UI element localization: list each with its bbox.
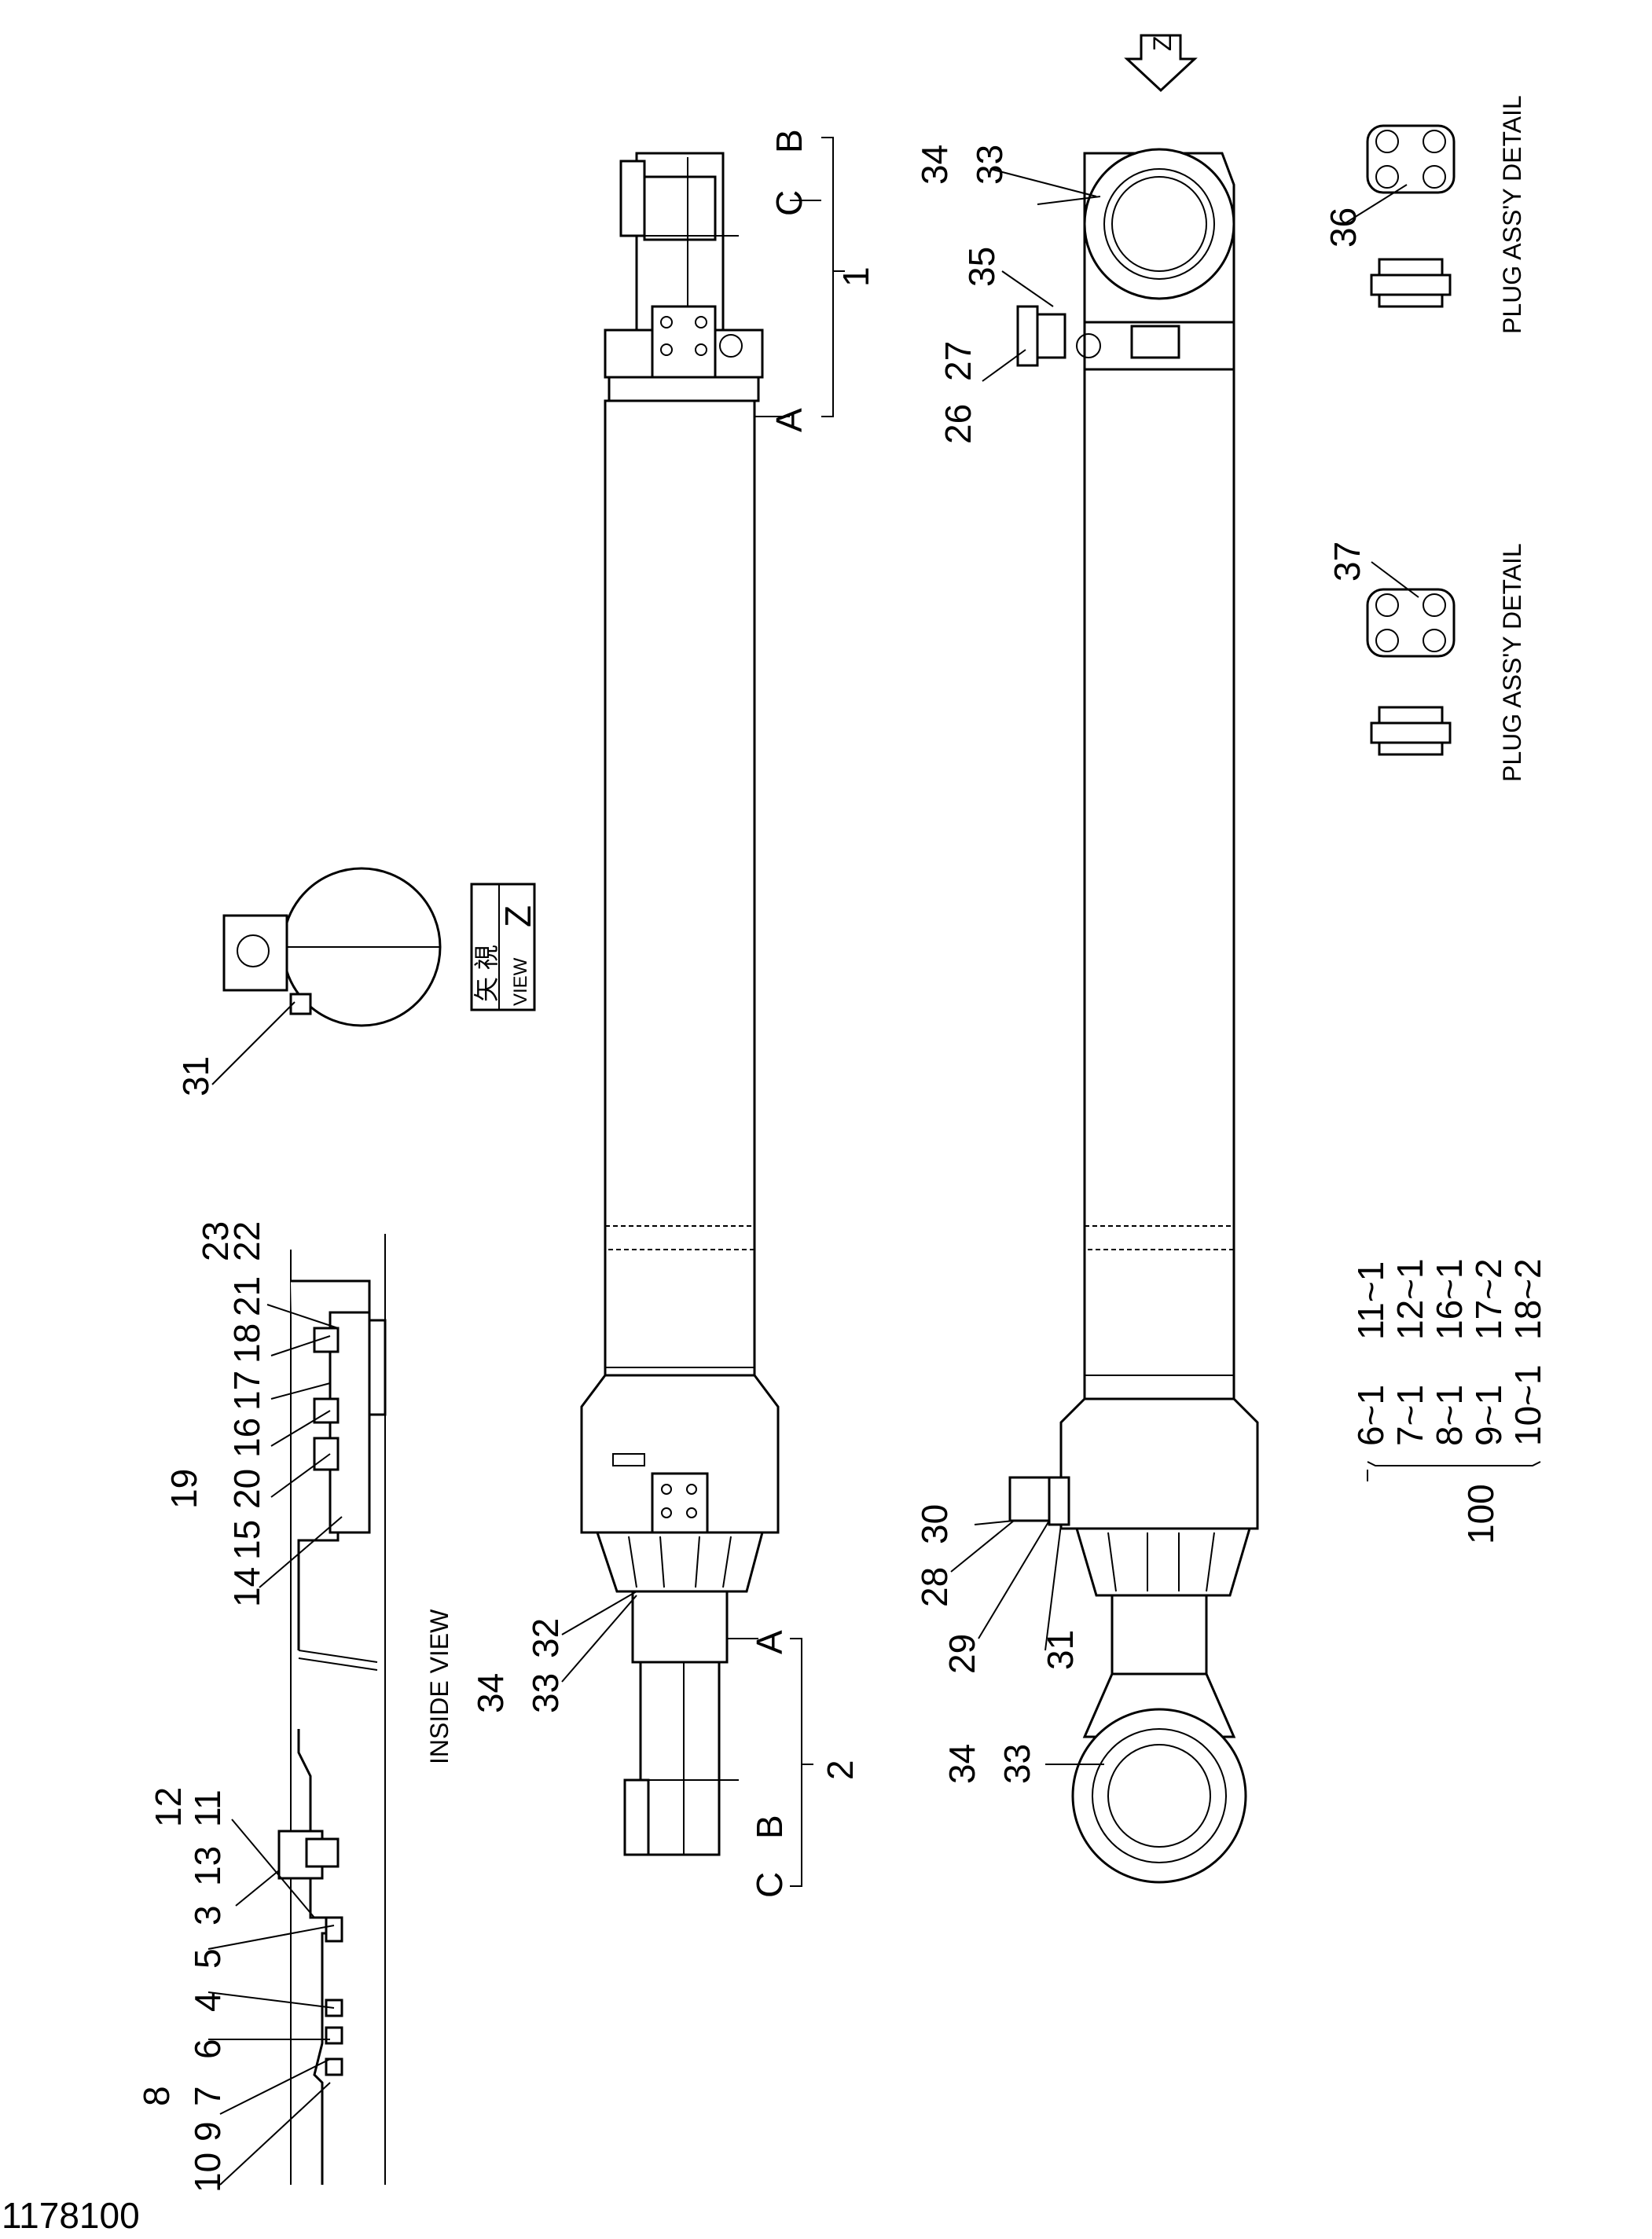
callout-11: 11 [187,1789,228,1827]
kit-100-list: 6~1 7~1 8~1 9~1 10~1 11~1 12~1 16~1 17~2… [1350,1258,1548,1446]
callout-36: 36 [1323,207,1364,248]
callout-100: 100 [1460,1484,1501,1544]
callout-26: 26 [938,404,978,444]
plug-detail-label-36: PLUG ASS'Y DETAIL [1498,95,1526,334]
section-a-top: A [769,408,809,432]
callout-32: 32 [525,1618,566,1658]
view-z-view: VIEW [510,957,531,1006]
callout-37: 37 [1327,541,1367,582]
z-arrow-letter: Z [1148,35,1177,51]
cylinder-top-view [580,152,780,1856]
section-a-bottom: A [749,1630,790,1654]
callout-9: 9 [187,2121,228,2142]
callout-31-view: 31 [175,1056,216,1096]
plug-detail-label-37: PLUG ASS'Y DETAIL [1498,543,1526,782]
callout-6: 6 [187,2039,228,2059]
callout-21: 21 [226,1276,267,1316]
callout-29: 29 [942,1634,982,1674]
inside-view-label: INSIDE VIEW [425,1609,453,1764]
plug-detail-37: PLUG ASS'Y DETAIL [1366,543,1526,782]
kit-col2-4: 18~2 [1507,1258,1548,1340]
leader-lines [207,168,1541,2186]
kit-col1-3: 9~1 [1468,1385,1509,1446]
callout-34-mid: 34 [470,1673,511,1713]
callout-34-bottom: 34 [942,1744,982,1784]
kit-col2-0: 11~1 [1350,1261,1391,1340]
section-bracket-1: B C A 1 [754,129,876,432]
callout-23: 23 [195,1221,236,1261]
callout-4: 4 [187,1991,228,2012]
callout-33-top: 33 [969,145,1010,185]
callout-labels: 34 33 35 27 26 36 37 31 23 22 21 18 17 1… [136,145,1501,2193]
kit-col1-0: 6~1 [1350,1385,1391,1446]
plug-detail-36: PLUG ASS'Y DETAIL [1366,95,1526,334]
z-view-arrow: Z [1124,34,1198,93]
kit-col2-1: 12~1 [1390,1258,1430,1340]
callout-18: 18 [226,1323,267,1364]
callout-15: 15 [226,1520,267,1560]
section-b-bottom: B [749,1815,790,1839]
callout-16: 16 [226,1418,267,1458]
view-z-detail: Z 矢 視 VIEW [222,867,538,1027]
section-c-top: C [769,190,809,216]
callout-8: 8 [136,2086,177,2106]
kit-col2-3: 17~2 [1468,1258,1509,1340]
callout-30: 30 [914,1504,955,1544]
callout-7: 7 [187,2086,228,2106]
callout-14: 14 [226,1567,267,1607]
callout-28: 28 [914,1567,955,1607]
assembly-ref-2: 2 [820,1760,861,1780]
section-bracket-2: A B C 2 [727,1630,861,1898]
section-c-bottom: C [749,1872,790,1898]
callout-33-bottom: 33 [997,1744,1037,1784]
kit-col1-2: 8~1 [1429,1385,1470,1446]
callout-10: 10 [187,2153,228,2193]
kit-col1-1: 7~1 [1390,1385,1430,1446]
callout-5: 5 [187,1948,228,1969]
callout-27: 27 [938,341,978,381]
kit-col1-4: 10~1 [1507,1364,1548,1446]
callout-13: 13 [187,1846,228,1886]
callout-22: 22 [226,1221,267,1261]
callout-20: 20 [226,1469,267,1509]
callout-33-mid: 33 [525,1673,566,1713]
kit-col2-2: 16~1 [1429,1258,1470,1340]
view-z-kanji: 矢 視 [472,945,501,1002]
cylinder-side-view [1008,148,1259,1884]
callout-17: 17 [226,1371,267,1411]
assembly-ref-1: 1 [835,266,876,287]
callout-12: 12 [148,1787,189,1827]
view-z-letter: Z [497,905,538,927]
callout-34-top: 34 [914,145,955,185]
callout-31-side: 31 [1040,1630,1081,1670]
callout-19: 19 [163,1469,204,1509]
inside-view-section: INSIDE VIEW [277,1234,453,2185]
drawing-number: 1178100 [2,2195,140,2235]
callout-35: 35 [961,247,1002,287]
section-b-top: B [769,129,809,153]
callout-3: 3 [187,1905,228,1925]
